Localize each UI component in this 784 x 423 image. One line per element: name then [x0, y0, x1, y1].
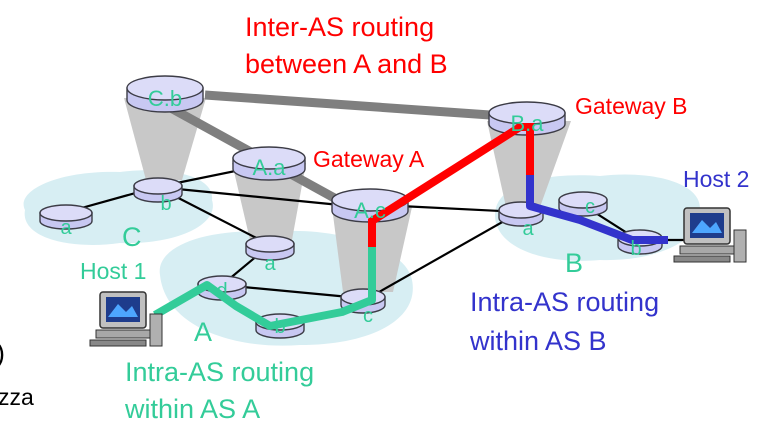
intra-as-a-line1: Intra-AS routing — [125, 357, 314, 387]
as-a-label: A — [194, 317, 212, 347]
router-c-b — [133, 177, 183, 203]
router-b-c-label: c — [585, 196, 595, 218]
router-labels: C.b A.a A.c B.a a b a d b c a c b — [60, 86, 641, 338]
inter-as-path — [368, 123, 534, 247]
router-a-c-label: c — [363, 305, 373, 327]
host2-computer-icon — [673, 207, 747, 263]
as-c-label: C — [122, 222, 142, 252]
router-a-b-label: b — [274, 316, 285, 338]
router-a-a-label: a — [264, 253, 276, 275]
host1-label: Host 1 — [80, 258, 146, 284]
router-ba-label: B.a — [510, 111, 544, 136]
inter-as-title-line2: between A and B — [245, 49, 448, 79]
routing-paths — [153, 123, 668, 330]
router-b-b-label: b — [630, 238, 641, 260]
router-c-b-label: b — [160, 193, 171, 215]
host1-computer-icon — [89, 291, 163, 347]
router-aa — [232, 146, 306, 181]
intra-as-b-line1: Intra-AS routing — [470, 287, 659, 317]
left-paren-fragment: ) — [0, 338, 5, 368]
router-b-a-label: a — [522, 218, 534, 240]
link-c-b-ac — [156, 185, 341, 207]
backbone-link-cb-ba — [204, 90, 491, 120]
host2-label: Host 2 — [683, 166, 749, 192]
router-cb-label: C.b — [148, 86, 182, 111]
router-a-a — [245, 235, 295, 261]
inter-as-title-line1: Inter-AS routing — [245, 12, 434, 42]
router-ac-label: A.c — [354, 198, 386, 223]
link-a-c-b-a — [364, 211, 521, 301]
as-b-label: B — [565, 248, 583, 278]
router-c-a — [39, 204, 93, 230]
router-c-a-label: a — [60, 217, 72, 239]
left-word-fragment: zza — [0, 384, 34, 410]
intra-as-b-path — [526, 175, 668, 244]
router-aa-label: A.a — [252, 155, 286, 180]
intra-as-a-line2: within AS A — [124, 394, 260, 423]
funnel-aa — [232, 163, 306, 240]
gateway-a-label: Gateway A — [313, 146, 425, 172]
intra-as-a-path — [153, 247, 376, 330]
router-a-d-label: d — [216, 280, 227, 302]
router-cb — [126, 75, 204, 113]
gateway-b-label: Gateway B — [575, 93, 688, 119]
intra-as-b-line2: within AS B — [469, 326, 607, 356]
